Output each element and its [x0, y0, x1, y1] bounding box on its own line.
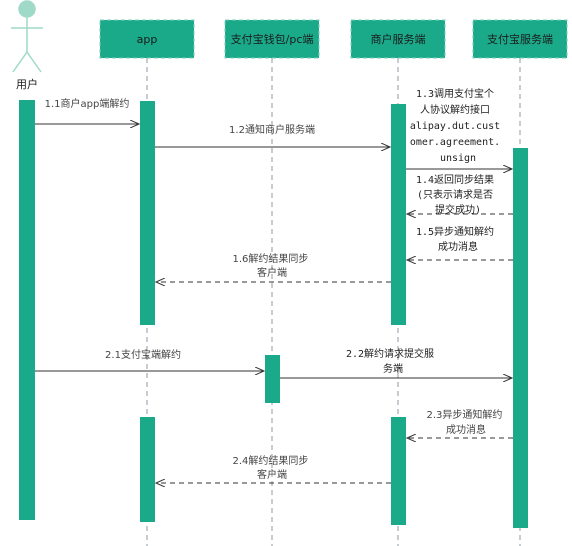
activation-alipay — [513, 148, 528, 528]
message-label-1-2: 1.2通知商户服务端 — [229, 123, 315, 136]
participant-alipay-label: 支付宝服务端 — [487, 32, 553, 46]
message-label-2-3: 2.3异步通知解约 成功消息 — [426, 408, 505, 436]
activation-merchant-2 — [391, 417, 406, 525]
participant-wallet: 支付宝钱包/pc端 — [224, 19, 320, 59]
message-label-2-2: 2.2解约请求提交服 务端 — [346, 347, 440, 375]
message-label-1-4: 1.4返回同步结果 (只表示请求是否 提交成功) — [416, 173, 500, 216]
participant-app: app — [99, 19, 195, 59]
participant-merchant-label: 商户服务端 — [371, 32, 426, 46]
message-label-1-6: 1.6解约结果同步 客户端 — [232, 252, 311, 279]
participant-merchant: 商户服务端 — [350, 19, 446, 59]
activation-wallet — [265, 355, 280, 403]
message-label-2-4: 2.4解约结果同步 客户端 — [232, 454, 311, 481]
activation-app-2 — [140, 417, 155, 522]
activation-merchant-1 — [391, 104, 406, 325]
activation-bars — [19, 100, 528, 528]
participant-alipay: 支付宝服务端 — [472, 19, 568, 59]
message-label-1-5: 1.5异步通知解约 成功消息 — [416, 225, 500, 253]
message-label-2-1: 2.1支付宝端解约 — [105, 348, 181, 361]
message-label-1-1: 1.1商户app端解约 — [45, 97, 130, 110]
message-arrows — [35, 124, 513, 483]
user-actor-icon — [11, 0, 43, 73]
participant-app-label: app — [137, 33, 158, 46]
user-actor-label: 用户 — [16, 77, 38, 91]
message-label-1-3: 1.3调用支付宝个 人协议解约接口 alipay.dut.cust omer.a… — [410, 87, 506, 164]
activation-user — [19, 100, 35, 520]
activation-app-1 — [140, 101, 155, 325]
participant-wallet-label: 支付宝钱包/pc端 — [231, 32, 314, 46]
